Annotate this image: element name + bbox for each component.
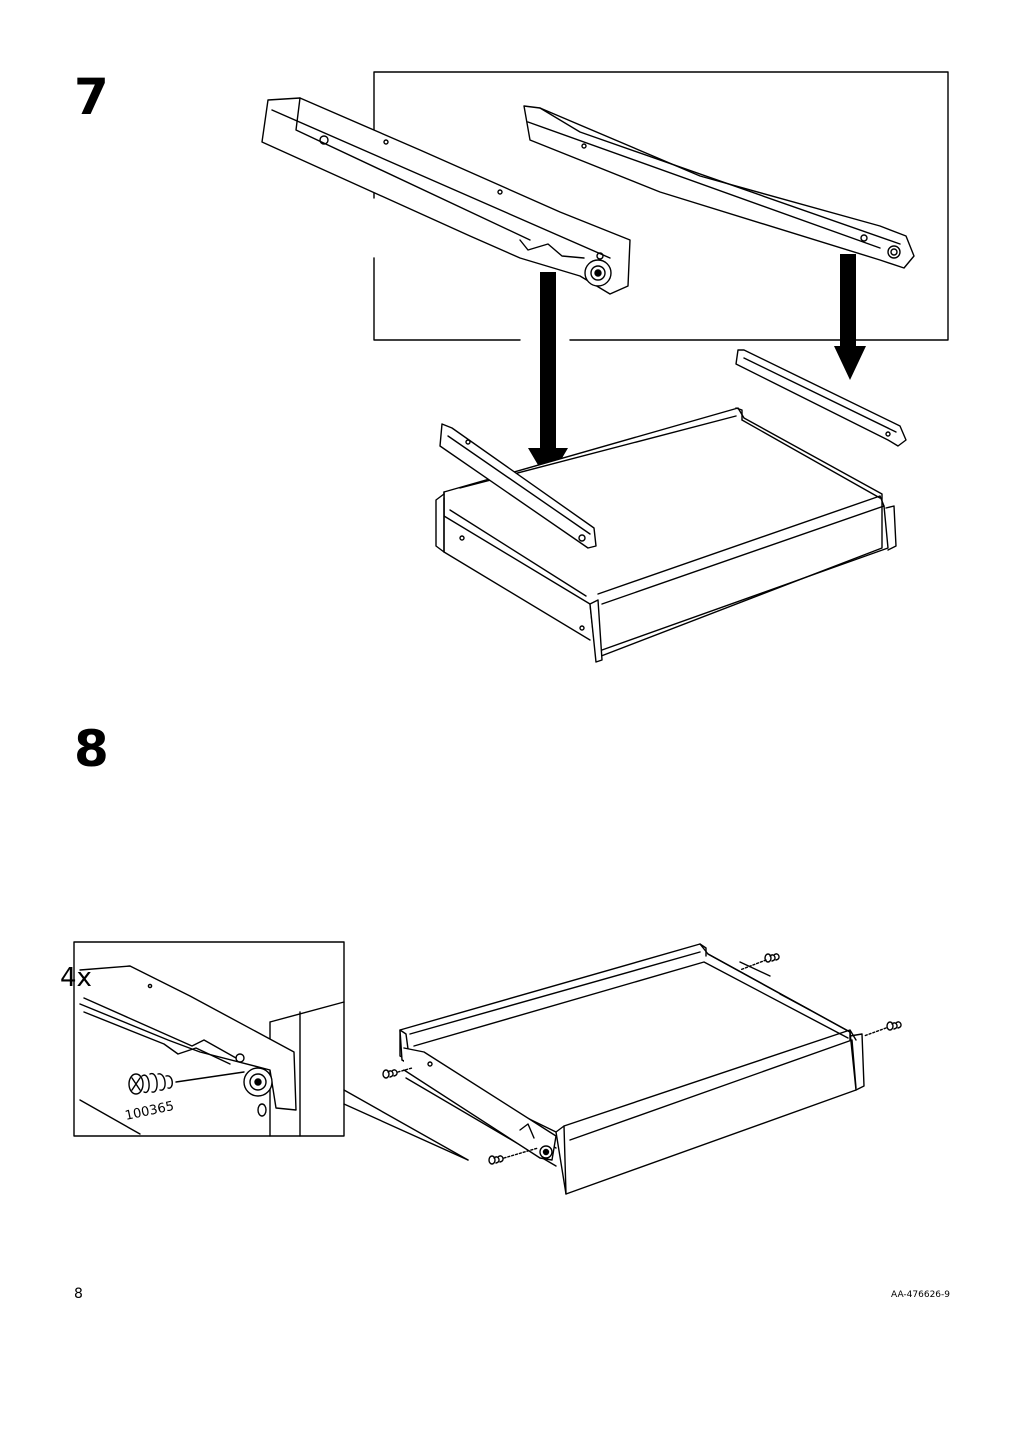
drawer-assembly-icon	[399, 943, 865, 1195]
screw-icon-2	[886, 1021, 902, 1031]
step-7-number: 7	[74, 68, 109, 126]
runner-left-icon	[261, 97, 631, 295]
page-number: 8	[74, 1286, 83, 1302]
down-arrow-left-icon	[528, 272, 568, 482]
down-arrow-right-icon	[834, 254, 866, 380]
quantity-label: 4x	[60, 963, 92, 993]
screw-icon-3	[382, 1069, 398, 1079]
screw-icon-1	[764, 953, 780, 963]
screw-icon-4	[488, 1155, 504, 1165]
step-8-number: 8	[74, 720, 109, 778]
drawer-box-icon	[435, 407, 897, 663]
cabinet-rail-right-icon	[735, 349, 907, 447]
runner-right-icon	[523, 105, 915, 269]
drawer-rail-left-icon	[439, 423, 597, 549]
step7-detail-frame	[373, 71, 949, 341]
step8-detail-callout	[73, 941, 469, 1161]
document-code: AA-476626-9	[891, 1290, 950, 1300]
screw-detail-icon	[128, 1071, 245, 1095]
